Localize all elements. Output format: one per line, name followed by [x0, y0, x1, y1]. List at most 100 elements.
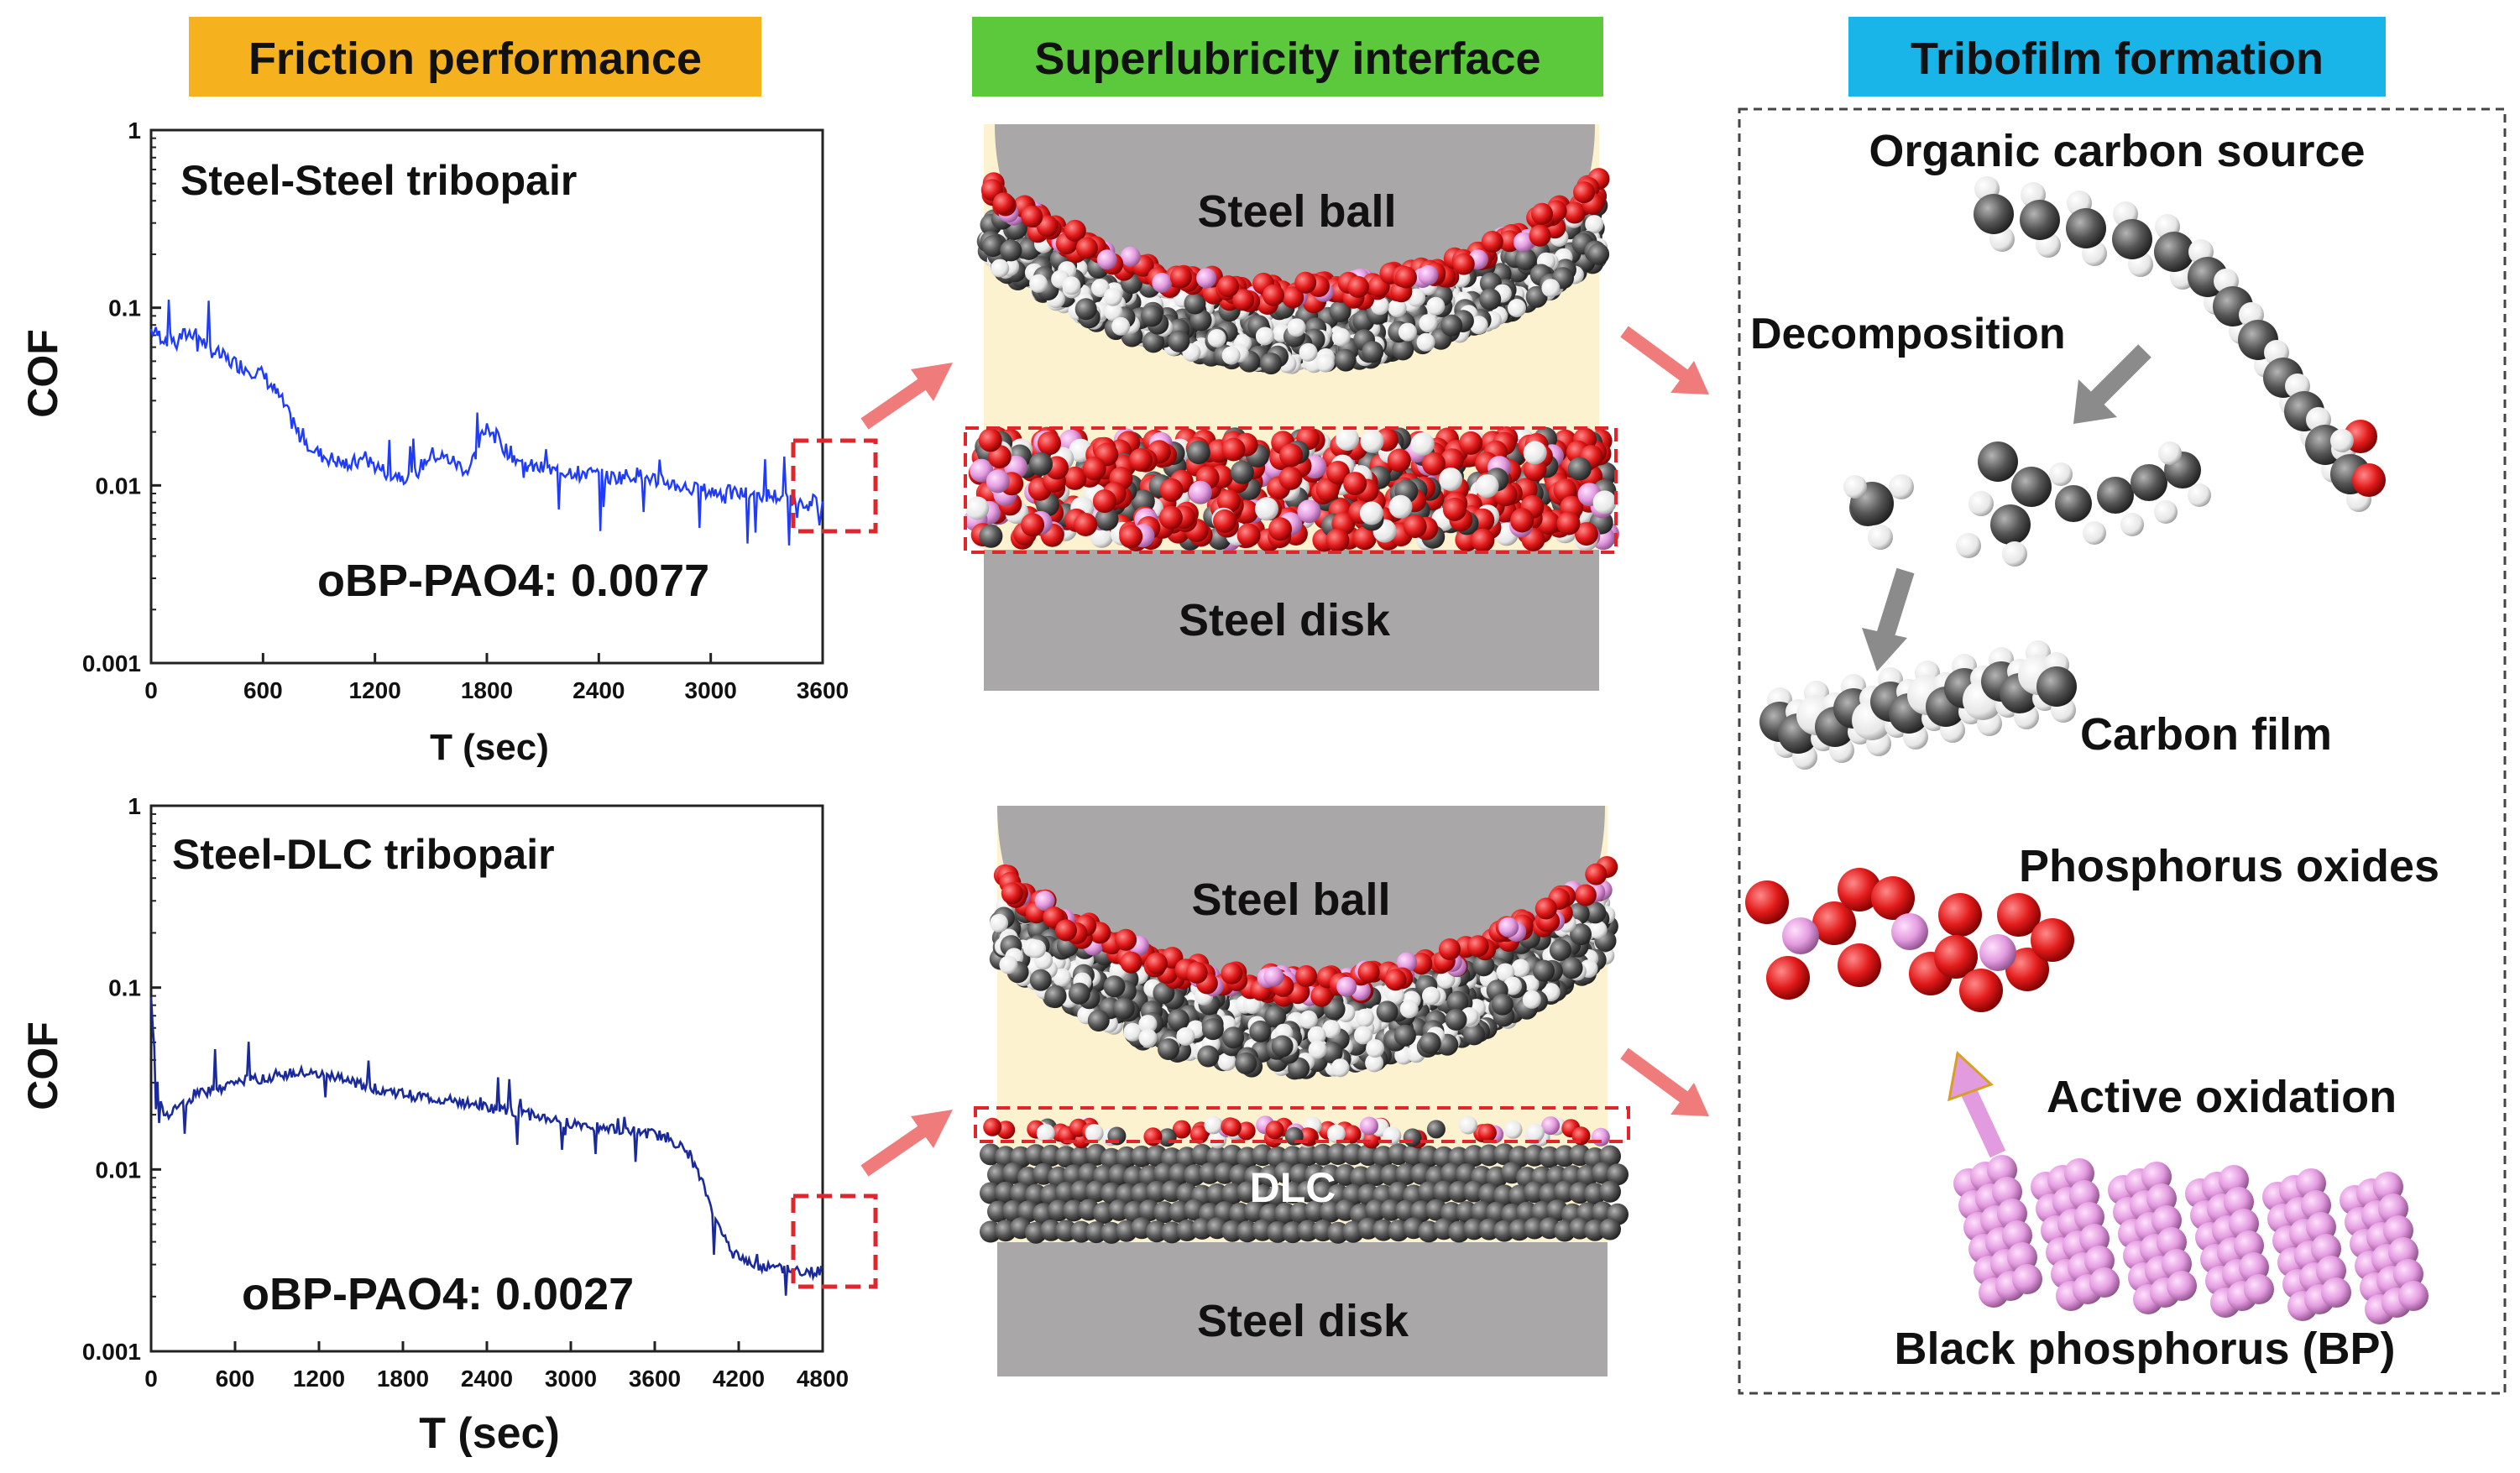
y-tick-label: 1: [128, 118, 141, 144]
oxygen-atom: [1021, 513, 1045, 537]
hydrogen-atom: [1889, 474, 1914, 499]
carbon-atom: [1271, 1035, 1294, 1058]
oxygen-atom: [1481, 231, 1503, 253]
carbon-atom: [1493, 1184, 1515, 1207]
oxygen-atom: [1119, 525, 1143, 549]
carbon-atom: [1599, 1180, 1621, 1203]
x-tick-label: 2400: [461, 1366, 513, 1392]
oxygen-atom: [1294, 271, 1317, 294]
carbon-atom: [1362, 341, 1384, 363]
hydrogen-atom: [1085, 1124, 1104, 1143]
x-tick-label: 1200: [293, 1366, 345, 1392]
hydrogen-atom: [1419, 314, 1438, 333]
oxygen-atom: [1146, 952, 1168, 974]
header-friction-performance: Friction performance: [189, 17, 761, 97]
carbon-atom: [1990, 504, 2031, 545]
oxygen-atom: [1387, 448, 1411, 473]
hydrogen-atom: [1221, 346, 1241, 365]
oxygen-atom: [1838, 868, 1881, 911]
carbon-atom: [1141, 305, 1163, 327]
chart-steel-steel-series-line: [149, 299, 824, 546]
oxygen-atom: [1440, 448, 1464, 473]
carbon-atom: [1260, 353, 1283, 375]
x-tick-label: 0: [144, 677, 158, 703]
x-tick-label: 1200: [349, 677, 401, 703]
molecule-layer-ball-top: [976, 168, 1610, 375]
oxygen-atom: [1236, 1121, 1256, 1141]
hydrogen-atom: [1522, 990, 1541, 1009]
hydrogen-atom: [1255, 497, 1278, 521]
carbon-atom: [1599, 1218, 1621, 1241]
hydrogen-atom: [1103, 287, 1122, 306]
hydrogen-atom: [1416, 332, 1435, 352]
carbon-atom: [982, 235, 1004, 258]
phosphorus-atom: [1297, 499, 1321, 524]
carbon-atom: [1320, 1164, 1341, 1187]
carbon-atom: [1448, 1180, 1470, 1203]
y-tick-label: 1: [128, 793, 141, 819]
carbon-atom: [1000, 239, 1022, 262]
carbon-atom: [1445, 1008, 1467, 1031]
label-active-oxidation: Active oxidation: [2047, 1072, 2397, 1122]
carbon-film-molecule: [1759, 640, 2077, 770]
phosphorus-atom: [1189, 480, 1212, 504]
phosphorus-atom: [2244, 1274, 2274, 1304]
hydrogen-atom: [1299, 1010, 1318, 1029]
y-tick-label: 0.01: [96, 473, 142, 499]
carbon-atom: [1607, 1163, 1629, 1186]
phosphorus-atom: [1360, 1116, 1378, 1136]
oxygen-atom: [1342, 1125, 1362, 1144]
carbon-atom: [1048, 1199, 1069, 1222]
oxygen-atom: [1357, 961, 1380, 984]
arrow-gray-to-carbon-film: [1862, 567, 1915, 671]
oxygen-atom: [983, 1117, 1002, 1136]
carbon-atom: [1189, 309, 1212, 332]
oxygen-atom: [1871, 876, 1915, 920]
oxygen-atom: [1352, 526, 1377, 551]
oxygen-atom: [1585, 863, 1608, 885]
phosphorus-atom: [1418, 265, 1439, 285]
hydrogen-atom: [1458, 1115, 1477, 1135]
oxygen-atom: [1938, 893, 1982, 937]
oxygen-atom: [1467, 935, 1489, 958]
oxygen-atom: [1459, 431, 1483, 455]
carbon-atom: [1587, 243, 1610, 265]
carbon-atom: [1395, 1163, 1417, 1185]
oxygen-atom: [1021, 206, 1043, 227]
chart-steel-dlc-ylabel: COF: [19, 1021, 66, 1110]
hydrogen-atom: [1138, 1015, 1158, 1034]
oxygen-atom: [1038, 431, 1061, 456]
oxygen-atom: [1120, 951, 1142, 974]
carbon-atom: [2055, 485, 2092, 522]
phosphorus-atom: [2012, 1264, 2042, 1294]
oxygen-atom: [1185, 961, 1208, 984]
oxygen-atom: [1268, 517, 1293, 541]
oxygen-atom: [1745, 880, 1789, 924]
carbon-atom: [2097, 477, 2134, 514]
carbon-atom: [1440, 314, 1463, 337]
oxygen-atom: [1556, 511, 1581, 535]
label-dlc: DLC: [1250, 1164, 1336, 1211]
carbon-atom: [1197, 1045, 1220, 1068]
header-tribofilm-text: Tribofilm formation: [1911, 34, 2324, 84]
oxygen-atom: [1222, 1118, 1242, 1137]
oxygen-atom: [1263, 284, 1284, 306]
hydrogen-atom: [1315, 353, 1335, 373]
molecule-layer-film-bottom: [983, 1115, 1610, 1149]
carbon-atom: [1376, 1000, 1399, 1023]
carbon-atom: [1153, 1201, 1175, 1224]
oxygen-atom: [1001, 882, 1023, 905]
phosphorus-atom: [1591, 1127, 1610, 1147]
phosphorus-atom: [1096, 249, 1117, 270]
hydrogen-atom: [1388, 299, 1407, 317]
phosphorus-atom: [1498, 917, 1519, 938]
hydrogen-atom: [1523, 441, 1547, 465]
chart-steel-dlc: Steel-DLC tribopair oBP-PAO4: 0.0027 T (…: [19, 793, 878, 1458]
oxygen-atom: [1063, 466, 1087, 490]
label-steel-ball-bottom: Steel ball: [1191, 875, 1390, 925]
hydrogen-atom: [1308, 1040, 1327, 1059]
oxygen-atom: [1075, 237, 1098, 259]
phosphorus-atom: [2398, 1281, 2429, 1311]
carbon-atom: [1533, 959, 1555, 982]
